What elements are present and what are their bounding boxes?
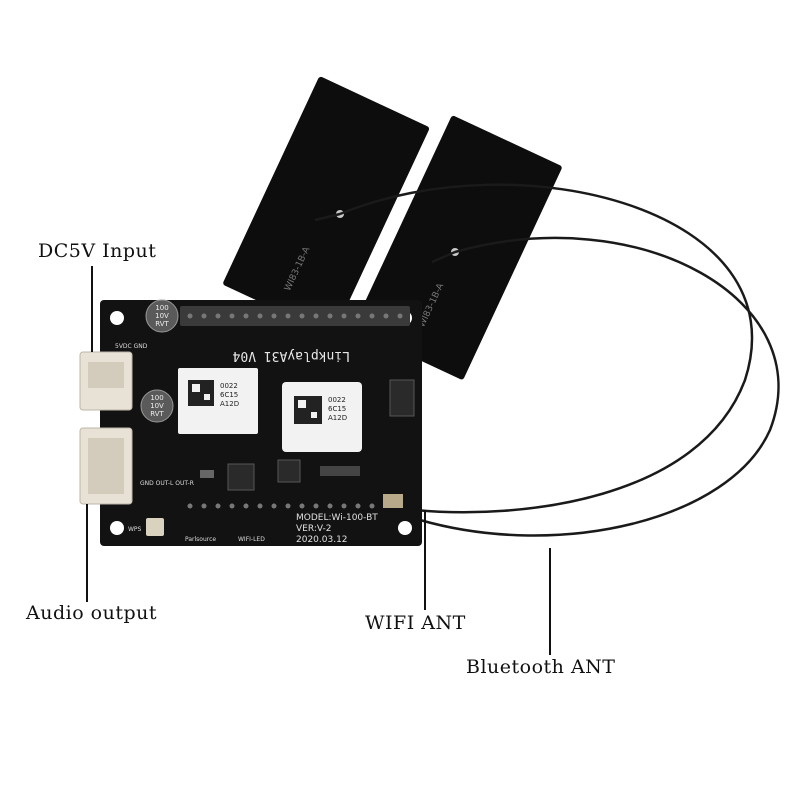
svg-text:WPS: WPS — [128, 526, 142, 533]
model-text: MODEL:Wi-100-BT — [296, 513, 378, 523]
dc-input-label: DC5V Input — [38, 240, 157, 262]
pcb-board: 100 10V RVT 100 10V RVT 5VDC GND GND OUT… — [79, 299, 422, 546]
svg-text:A12D: A12D — [220, 400, 239, 408]
power-label: 5VDC GND — [115, 343, 148, 350]
bt-module-shield: 0022 6C15 A12D — [178, 368, 258, 434]
svg-text:10V: 10V — [155, 312, 169, 320]
date-text: 2020.03.12 — [296, 535, 348, 545]
brand-silkscreen: LinkplayA31 V04 — [232, 348, 350, 363]
svg-text:A12D: A12D — [328, 414, 347, 422]
wifi-cable — [314, 183, 754, 514]
svg-text:RVT: RVT — [150, 410, 164, 418]
wps-button: WPS — [128, 518, 164, 536]
wifi-module-shield: 0022 6C15 A12D — [282, 382, 362, 452]
svg-text:6C15: 6C15 — [328, 405, 346, 413]
wifi-ant-label: WIFI ANT — [365, 612, 466, 634]
audio-connector: GND OUT-L OUT-R — [79, 427, 194, 505]
svg-text:6C15: 6C15 — [220, 391, 238, 399]
capacitor-top: 100 10V RVT — [145, 299, 179, 333]
brand-mark: Parlsource — [185, 536, 216, 543]
svg-text:100: 100 — [150, 394, 163, 402]
bluetooth-ant-label: Bluetooth ANT — [466, 656, 616, 678]
audio-output-label: Audio output — [26, 602, 158, 624]
wifi-ufl-connector — [383, 494, 403, 508]
svg-text:10V: 10V — [150, 402, 164, 410]
svg-text:RVT: RVT — [155, 320, 169, 328]
wifi-led-label: WIFI-LED — [238, 536, 265, 543]
version-text: VER:V-2 — [296, 524, 331, 534]
audio-label: GND OUT-L OUT-R — [140, 480, 194, 487]
svg-text:0022: 0022 — [220, 382, 238, 390]
svg-text:0022: 0022 — [328, 396, 346, 404]
power-connector: 5VDC GND — [79, 343, 148, 411]
capacitor-middle: 100 10V RVT — [140, 389, 174, 423]
bluetooth-cable — [419, 236, 780, 537]
antenna-left: WI83-1B-A — [223, 76, 430, 335]
svg-text:100: 100 — [155, 304, 168, 312]
